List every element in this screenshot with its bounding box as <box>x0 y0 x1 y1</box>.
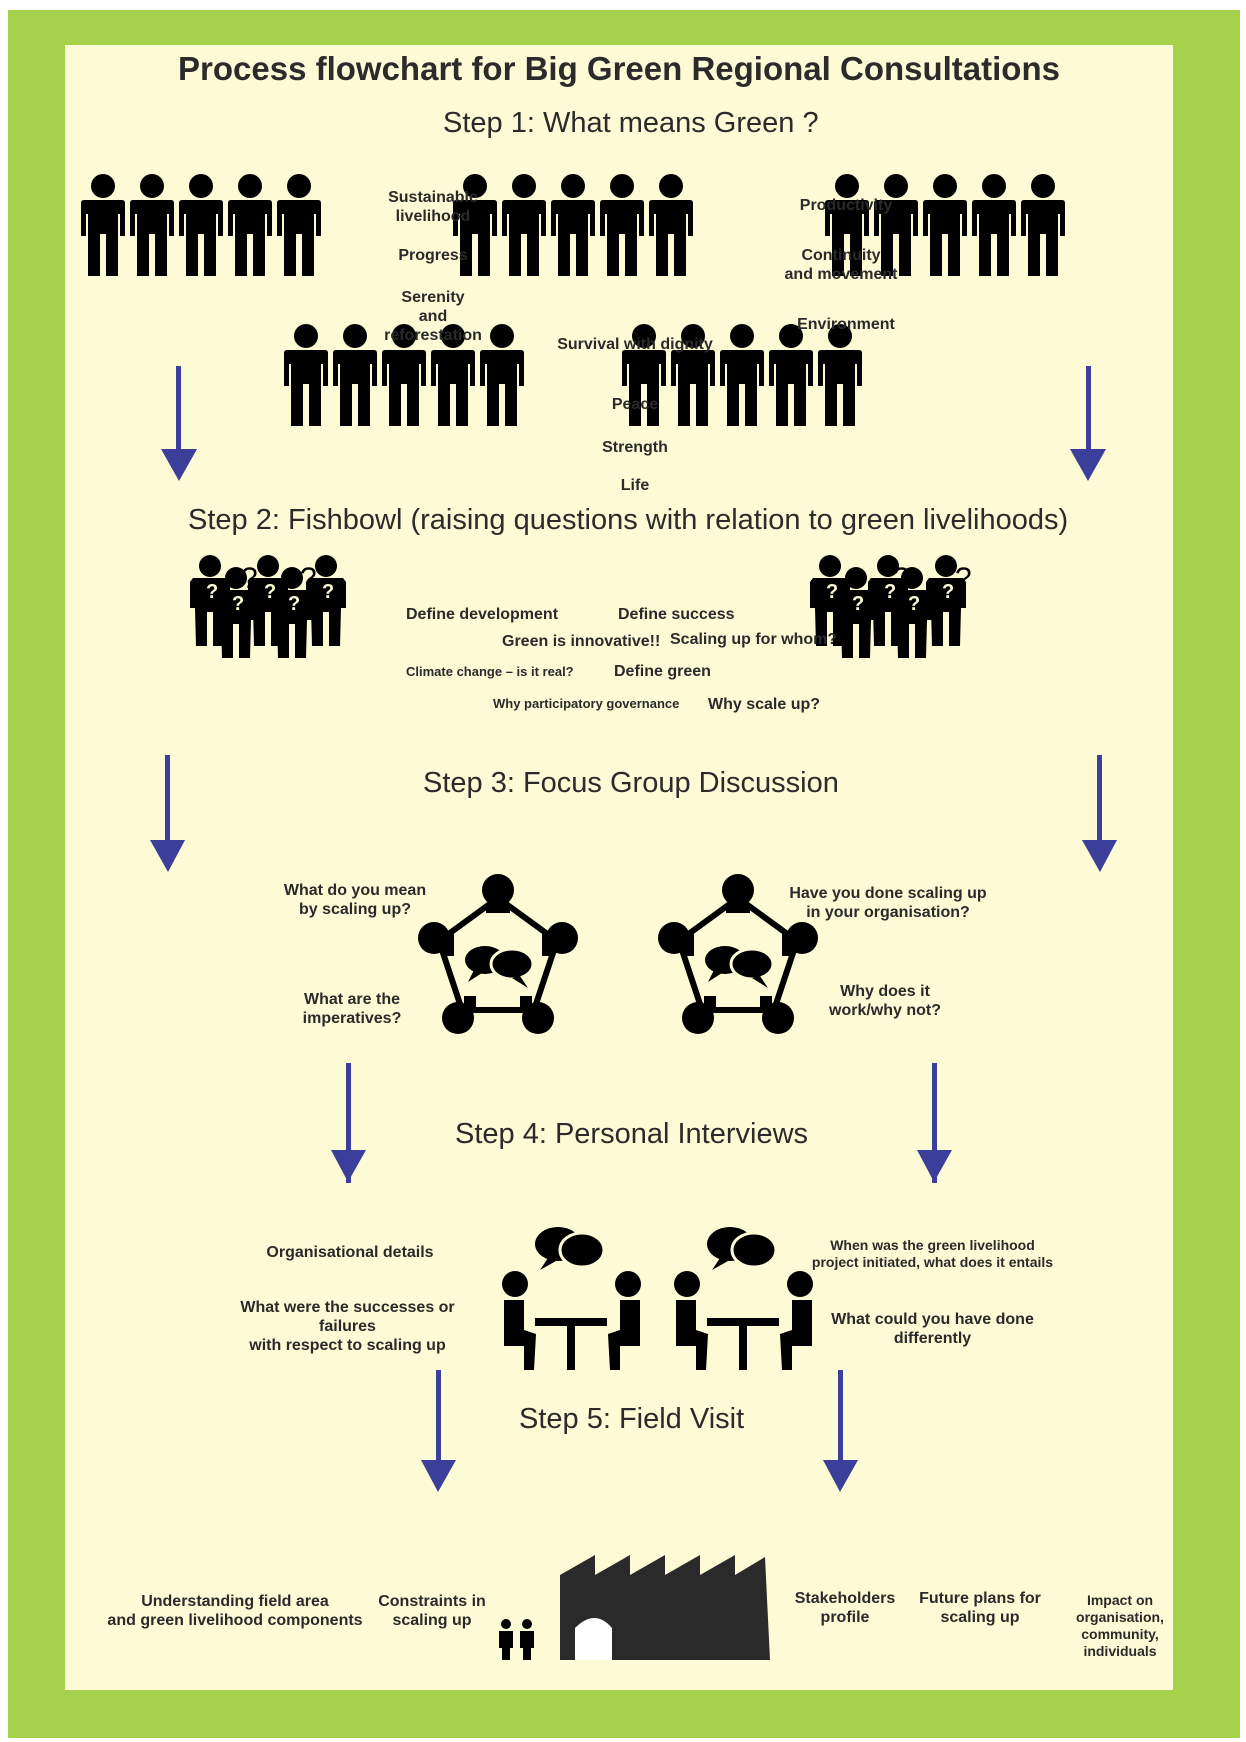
question-done-scaling-up: Have you done scaling up in your organis… <box>789 885 987 921</box>
question-why-work: Why does it work/why not? <box>829 983 941 1019</box>
fishbowl-group-right: ? ? <box>810 555 972 658</box>
word-continuity: Continuity and movement <box>784 247 898 283</box>
question-green-innovative: Green is innovative!! <box>502 633 661 650</box>
question-successes-failures: What were the successes or failures with… <box>240 1299 455 1354</box>
word-environment: Environment <box>797 316 895 333</box>
svg-text:?: ? <box>241 562 258 595</box>
focus-group-left <box>418 874 578 1034</box>
word-strength: Strength <box>602 439 668 456</box>
svg-text:?: ? <box>300 562 317 595</box>
poster-background <box>65 45 1173 1690</box>
interview-right <box>674 1227 813 1370</box>
flow-arrows <box>150 366 1117 1492</box>
word-progress: Progress <box>398 247 468 264</box>
question-define-development: Define development <box>406 606 559 623</box>
word-life: Life <box>620 477 650 494</box>
word-survival: Survival with dignity <box>557 336 713 353</box>
word-productivity: Productivity <box>799 197 893 214</box>
step4-heading: Step 4: Personal Interviews <box>455 1118 809 1150</box>
field-building <box>560 1555 770 1660</box>
question-done-differently: What could you have done differently <box>831 1311 1034 1347</box>
fishbowl-group-left: ? ? <box>190 555 346 658</box>
word-sustainable-livelihood: Sustainable livelihood <box>388 189 478 225</box>
step3-heading: Step 3: Focus Group Discussion <box>423 767 839 799</box>
step2-heading: Step 2: Fishbowl (raising questions with… <box>188 504 1069 536</box>
svg-text:?: ? <box>893 562 910 595</box>
page-title: Process flowchart for Big Green Regional… <box>178 50 1060 87</box>
word-peace: Peace <box>611 396 659 413</box>
question-define-success: Define success <box>618 606 735 623</box>
question-imperatives: What are the imperatives? <box>302 991 402 1027</box>
question-participatory-governance: Why participatory governance <box>493 696 680 711</box>
item-future-plans: Future plans for scaling up <box>919 1590 1041 1626</box>
question-project-initiated: When was the green livelihood project in… <box>811 1237 1054 1270</box>
people-group-top-left <box>81 174 321 276</box>
question-organisational-details: Organisational details <box>266 1244 434 1261</box>
question-define-green: Define green <box>614 663 711 680</box>
question-climate-change: Climate change – is it real? <box>406 664 574 679</box>
word-serenity: Serenity and reforestation <box>384 289 482 344</box>
item-constraints: Constraints in scaling up <box>378 1593 486 1629</box>
item-understanding-field-area: Understanding field area and green livel… <box>107 1593 363 1629</box>
field-people <box>499 1619 534 1660</box>
item-stakeholders-profile: Stakeholders profile <box>794 1590 896 1626</box>
question-scaling-for-whom: Scaling up for whom? <box>670 631 838 648</box>
item-impact: Impact on organisation, community, indiv… <box>1076 1592 1164 1659</box>
step5-heading: Step 5: Field Visit <box>519 1403 745 1435</box>
step1-heading: Step 1: What means Green ? <box>443 107 819 139</box>
interview-left <box>502 1227 641 1370</box>
question-mean-scaling-up: What do you mean by scaling up? <box>283 882 427 918</box>
svg-text:?: ? <box>955 562 972 595</box>
question-why-scale-up: Why scale up? <box>708 696 821 713</box>
